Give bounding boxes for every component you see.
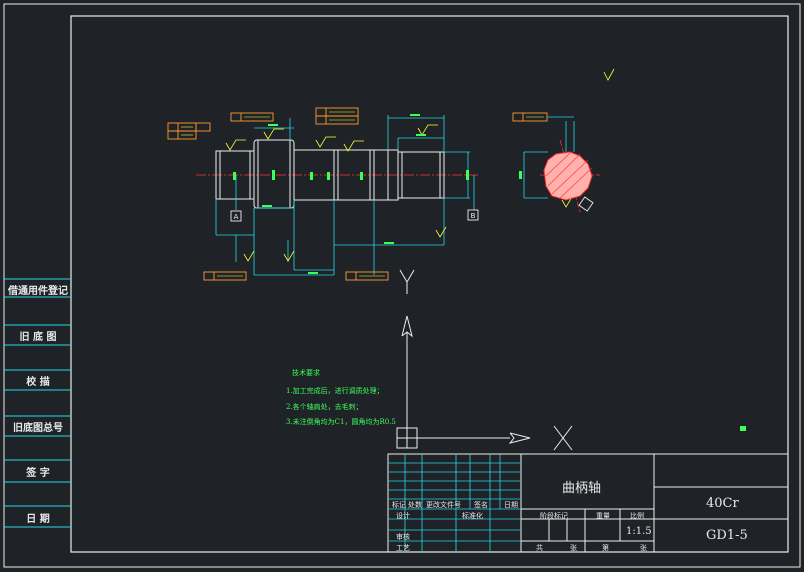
row-label-chushu: 处数 (408, 501, 422, 509)
row-label-qianming: 签名 (474, 501, 488, 509)
row-label-genggai: 更改文件号 (426, 501, 461, 509)
side-label-jiutu-no: 旧底图总号 (13, 423, 63, 434)
sign-label-gongyi: 工艺 (396, 544, 410, 552)
sign-label-sheji: 设计 (396, 512, 410, 520)
side-label-jiutu: 旧 底 图 (19, 332, 57, 343)
ucs-y-marker (399, 269, 415, 294)
bottom-label-zhang-1: 张 (570, 544, 577, 552)
side-registration-panel (4, 278, 71, 528)
notes-line-1: 1.加工完成后，进行调质处理； (286, 387, 384, 395)
col-label-zhongliang: 重量 (596, 512, 610, 520)
bottom-label-gong: 共 (536, 544, 543, 552)
scale-value: 1:1.5 (626, 526, 652, 537)
row-label-riqi: 日期 (504, 501, 518, 509)
side-label-qianzi: 签 字 (26, 468, 50, 479)
side-label-riqi: 日 期 (26, 514, 50, 525)
datum-marker-b: B (467, 209, 479, 221)
datum-b-label: B (471, 212, 476, 220)
dimension-lines (215, 115, 475, 276)
title-block-left-grid (388, 454, 521, 552)
std-label: 标准化 (462, 512, 483, 520)
datum-marker-a: A (230, 210, 242, 222)
drawing-number: GD1-5 (706, 528, 748, 543)
notes-line-2: 2.各个轴肩处，去毛刺； (286, 403, 363, 411)
ucs-icon (396, 315, 573, 451)
side-label-tongyong: 借通用件登记 (8, 286, 68, 297)
outer-frame (3, 3, 801, 568)
col-label-bili: 比例 (630, 512, 644, 520)
keyway-section (523, 116, 600, 213)
roughness-symbols (225, 68, 615, 262)
part-name: 曲柄轴 (562, 481, 602, 496)
datum-a-label: A (234, 213, 239, 221)
tolerance-frames (167, 107, 548, 281)
notes-title: 技术要求 (292, 369, 320, 377)
dimension-values (233, 114, 746, 431)
row-label-biaoji: 标记 (392, 501, 406, 509)
bottom-label-di: 第 (602, 544, 609, 552)
sign-label-shenhe: 审核 (396, 533, 410, 541)
notes-line-3: 3.未注倒角均为C1，圆角均为R0.5 (286, 418, 396, 426)
side-label-jiaoyan: 校 描 (26, 377, 50, 388)
material: 40Cr (706, 496, 739, 511)
bottom-label-zhang-2: 张 (640, 544, 647, 552)
col-label-jieduan: 阶段标记 (540, 512, 568, 520)
title-block-grid (387, 453, 789, 553)
tolerance-frame-text (181, 111, 544, 277)
